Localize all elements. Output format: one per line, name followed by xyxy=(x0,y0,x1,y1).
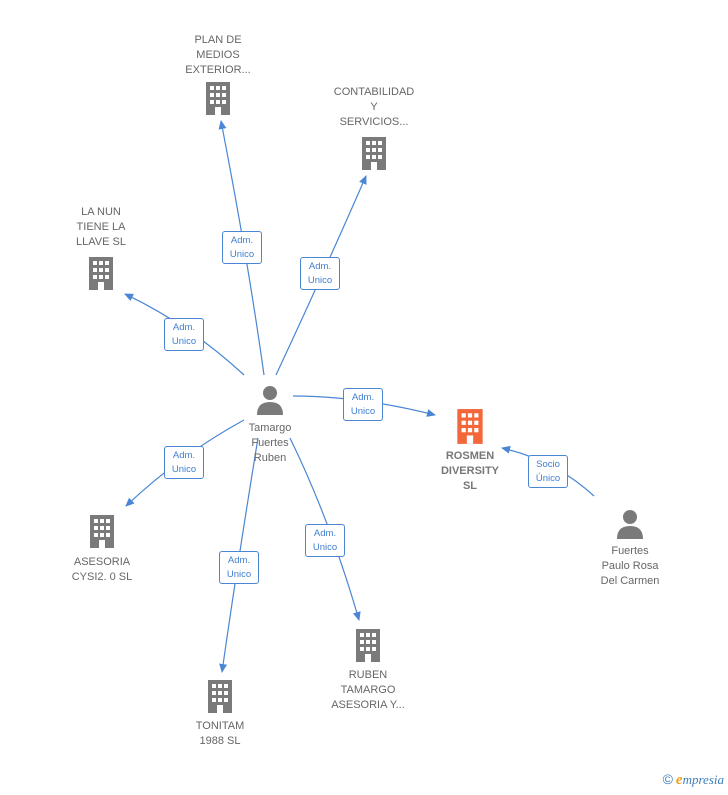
edge-label-line: Adm. xyxy=(351,392,375,403)
edge-label-line: Unico xyxy=(307,275,333,286)
person-tamargo-fuertes-ruben[interactable]: Tamargo Fuertes Ruben xyxy=(225,384,315,466)
edge-label-line: Socio xyxy=(536,459,560,470)
company-asesoria-cysi2[interactable]: ASESORIA CYSI2. 0 SL xyxy=(56,514,148,585)
node-label: Fuertes Paulo Rosa Del Carmen xyxy=(600,545,660,587)
building-icon xyxy=(208,680,232,713)
edge-label-asesoria[interactable]: Adm. Unico xyxy=(164,446,204,479)
edge-label-socio[interactable]: Socio Único xyxy=(528,455,568,488)
node-label: RUBEN TAMARGO ASESORIA Y... xyxy=(331,669,405,711)
copyright-icon: © xyxy=(662,771,673,787)
node-label: LA NUN TIENE LA LLAVE SL xyxy=(76,206,126,248)
edge-label-line: Adm. xyxy=(172,322,196,333)
edge-label-line: Adm. xyxy=(308,261,332,272)
node-label: ASESORIA CYSI2. 0 SL xyxy=(71,556,133,583)
company-ruben-tamargo-asesoria[interactable]: RUBEN TAMARGO ASESORIA Y... xyxy=(318,628,418,713)
person-icon xyxy=(617,510,643,539)
edge-label-tonitam[interactable]: Adm. Unico xyxy=(219,551,259,584)
edge-label-ruben[interactable]: Adm. Unico xyxy=(305,524,345,557)
edge-label-line: Unico xyxy=(350,406,376,417)
brand-name: mpresia xyxy=(682,772,724,787)
building-icon xyxy=(457,409,483,444)
edge-label-line: Adm. xyxy=(172,450,196,461)
edge-label-line: Unico xyxy=(226,569,252,580)
edge-label-line: Unico xyxy=(312,542,338,553)
building-icon xyxy=(356,629,380,662)
empresia-brand[interactable]: ©empresia xyxy=(663,771,724,789)
person-icon xyxy=(257,386,283,415)
edge-label-line: Adm. xyxy=(230,235,254,246)
company-tonitam[interactable]: TONITAM 1988 SL xyxy=(174,679,266,749)
edge-label-line: Unico xyxy=(171,464,197,475)
building-icon xyxy=(206,82,230,115)
node-label: CONTABILIDAD Y SERVICIOS... xyxy=(333,86,415,128)
person-fuertes-paulo-rosa[interactable]: Fuertes Paulo Rosa Del Carmen xyxy=(585,508,675,589)
node-label: PLAN DE MEDIOS EXTERIOR... xyxy=(185,34,251,76)
edge-label-line: Adm. xyxy=(227,555,251,566)
edge-label-rosmen[interactable]: Adm. Unico xyxy=(343,388,383,421)
edge-label-line: Unico xyxy=(229,249,255,260)
edge-label-line: Único xyxy=(535,473,561,484)
building-icon xyxy=(362,137,386,170)
edge-label-contab[interactable]: Adm. Unico xyxy=(300,257,340,290)
node-label: TONITAM 1988 SL xyxy=(195,720,245,747)
company-contabilidad[interactable]: CONTABILIDAD Y SERVICIOS... xyxy=(321,85,427,172)
edge-label-line: Unico xyxy=(171,336,197,347)
company-plan-de-medios[interactable]: PLAN DE MEDIOS EXTERIOR... xyxy=(168,33,268,117)
edge-label-line: Adm. xyxy=(313,528,337,539)
node-label: Tamargo Fuertes Ruben xyxy=(248,422,292,464)
edge-label-lanun[interactable]: Adm. Unico xyxy=(164,318,204,351)
edge-label-plan[interactable]: Adm. Unico xyxy=(222,231,262,264)
building-icon xyxy=(89,257,113,290)
node-label: ROSMEN DIVERSITY SL xyxy=(440,450,500,492)
brand-initial: e xyxy=(675,772,683,788)
company-la-nun[interactable]: LA NUN TIENE LA LLAVE SL xyxy=(56,205,146,292)
company-rosmen-diversity[interactable]: ROSMEN DIVERSITY SL xyxy=(420,408,520,494)
building-icon xyxy=(90,515,114,548)
